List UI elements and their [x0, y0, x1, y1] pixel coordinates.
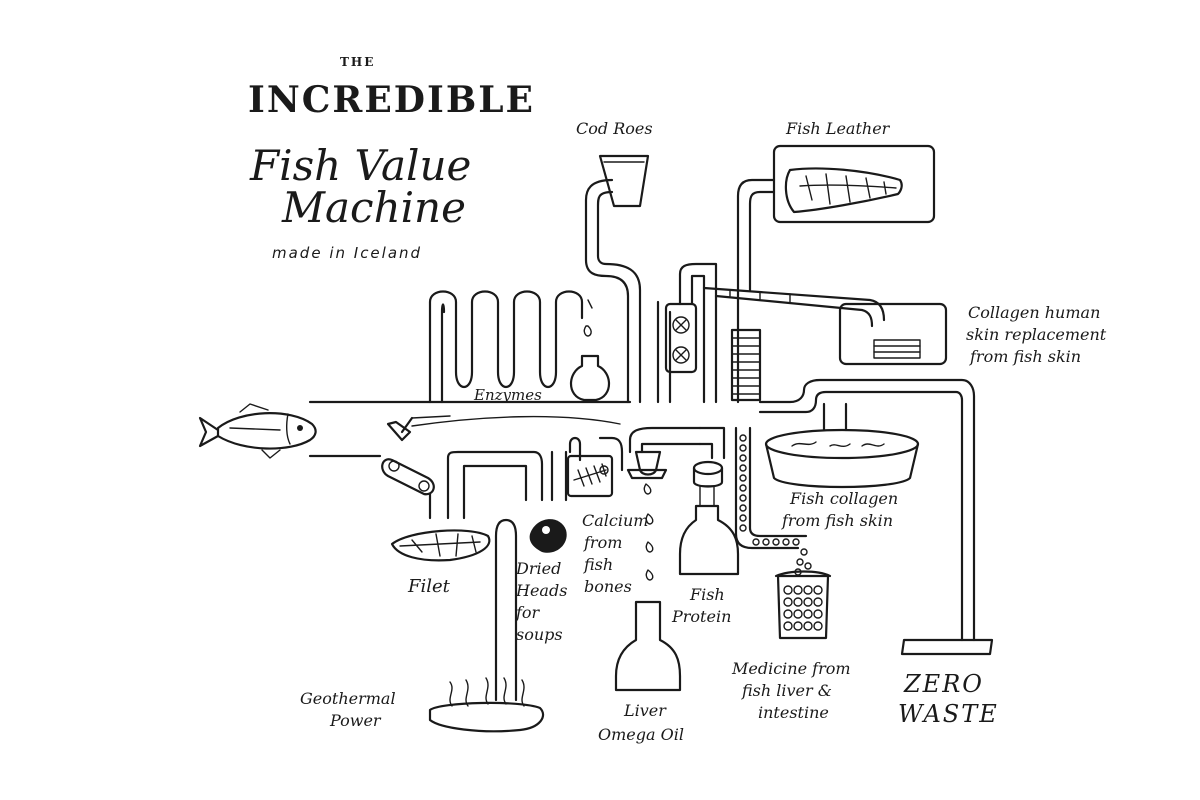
- svg-text:Heads: Heads: [515, 581, 567, 600]
- fish-bones-icon: [566, 454, 614, 498]
- liver-oil-funnel-icon: [626, 450, 668, 480]
- label-cod-roes: Cod Roes: [576, 119, 653, 138]
- title-machine: Machine: [281, 183, 466, 232]
- geothermal-pipe-inner: [462, 464, 528, 520]
- svg-text:Collagen human: Collagen human: [968, 303, 1100, 322]
- svg-text:from fish skin: from fish skin: [969, 347, 1081, 366]
- dried-heads-chute: [550, 450, 568, 502]
- svg-text:Omega Oil: Omega Oil: [598, 725, 684, 744]
- svg-text:Dried: Dried: [515, 559, 561, 578]
- svg-text:for: for: [515, 603, 541, 622]
- svg-text:Fish: Fish: [689, 585, 725, 604]
- svg-text:Calcium: Calcium: [582, 511, 648, 530]
- fish-icon: [198, 403, 317, 459]
- svg-text:intestine: intestine: [758, 703, 829, 722]
- geothermal-pool: [428, 677, 545, 733]
- svg-text:Geothermal: Geothermal: [300, 689, 396, 708]
- label-liver-oil: Liver Omega Oil: [598, 701, 684, 744]
- label-collagen-skin: Collagen human skin replacement from fis…: [966, 303, 1107, 366]
- label-fish-collagen: Fish collagen from fish skin: [781, 489, 898, 530]
- svg-text:soups: soups: [516, 625, 563, 644]
- svg-text:skin replacement: skin replacement: [966, 325, 1107, 344]
- label-dried-heads: Dried Heads for soups: [515, 559, 567, 644]
- svg-text:Power: Power: [329, 711, 382, 730]
- cod-roes-cup-icon: [598, 154, 650, 208]
- label-fish-protein: Fish Protein: [671, 585, 731, 626]
- fish-protein-bottle-icon: [678, 504, 740, 576]
- svg-text:Medicine from: Medicine from: [731, 659, 851, 678]
- label-calcium: Calcium from fish bones: [582, 511, 648, 596]
- svg-text:fish liver &: fish liver &: [741, 681, 832, 700]
- title-fish-value: Fish Value: [249, 141, 471, 190]
- fish-protein-press-icon: [692, 460, 724, 507]
- svg-text:from: from: [583, 533, 622, 552]
- enzymes-pipe: [428, 290, 593, 404]
- collagen-box: [838, 302, 948, 366]
- cod-roes-pipe: [584, 178, 630, 404]
- oil-drops: [643, 483, 654, 581]
- zero-waste-pipe: [758, 378, 976, 642]
- label-zero-waste: ZERO WASTE: [898, 670, 999, 728]
- liver-oil-pipe: [628, 426, 702, 454]
- liver-oil-bottle-icon: [614, 600, 682, 692]
- svg-text:Fish collagen: Fish collagen: [789, 489, 898, 508]
- calcium-pipe: [568, 436, 624, 472]
- svg-text:Liver: Liver: [623, 701, 667, 720]
- fish-collagen-bowl: [764, 402, 920, 489]
- svg-text:Protein: Protein: [671, 607, 731, 626]
- geothermal-pipe: [446, 450, 544, 520]
- central-processor: [656, 262, 718, 404]
- cod-roes-pipe-inner: [596, 190, 642, 404]
- medicine-pipe: [734, 426, 812, 576]
- enzymes-flask-icon: [569, 354, 611, 402]
- svg-text:bones: bones: [584, 577, 632, 596]
- fish-protein-pipe: [698, 426, 726, 460]
- main-conveyor: [308, 400, 632, 458]
- ladder-tank: [730, 328, 762, 402]
- conveyor-belt-icon: [381, 458, 435, 520]
- zero-waste-pipe-inner: [758, 390, 964, 642]
- fish-leather-pipe-inner: [748, 190, 776, 292]
- label-enzymes: Enzymes: [473, 386, 542, 404]
- svg-text:from fish skin: from fish skin: [781, 511, 893, 530]
- label-geothermal: Geothermal Power: [300, 689, 396, 730]
- label-medicine: Medicine from fish liver & intestine: [731, 659, 851, 722]
- title-subtitle: made in Iceland: [272, 244, 422, 262]
- svg-text:ZERO: ZERO: [903, 670, 984, 698]
- zero-waste-outlet: [900, 638, 994, 656]
- title-incredible: INCREDIBLE: [248, 79, 535, 121]
- fish-leather-pipe: [736, 178, 776, 404]
- label-fish-leather: Fish Leather: [785, 119, 891, 138]
- dried-head-icon: [529, 519, 567, 553]
- cutter-blade-icon: [386, 415, 451, 442]
- svg-text:WASTE: WASTE: [898, 700, 999, 728]
- filet-icon: [390, 529, 491, 562]
- svg-text:fish: fish: [583, 555, 613, 574]
- geothermal-riser: [494, 518, 518, 702]
- fish-leather-box: [772, 144, 936, 224]
- title-the: THE: [340, 55, 375, 69]
- collagen-pipe: [702, 286, 886, 328]
- label-filet: Filet: [407, 576, 451, 597]
- medicine-jar-icon: [774, 570, 832, 640]
